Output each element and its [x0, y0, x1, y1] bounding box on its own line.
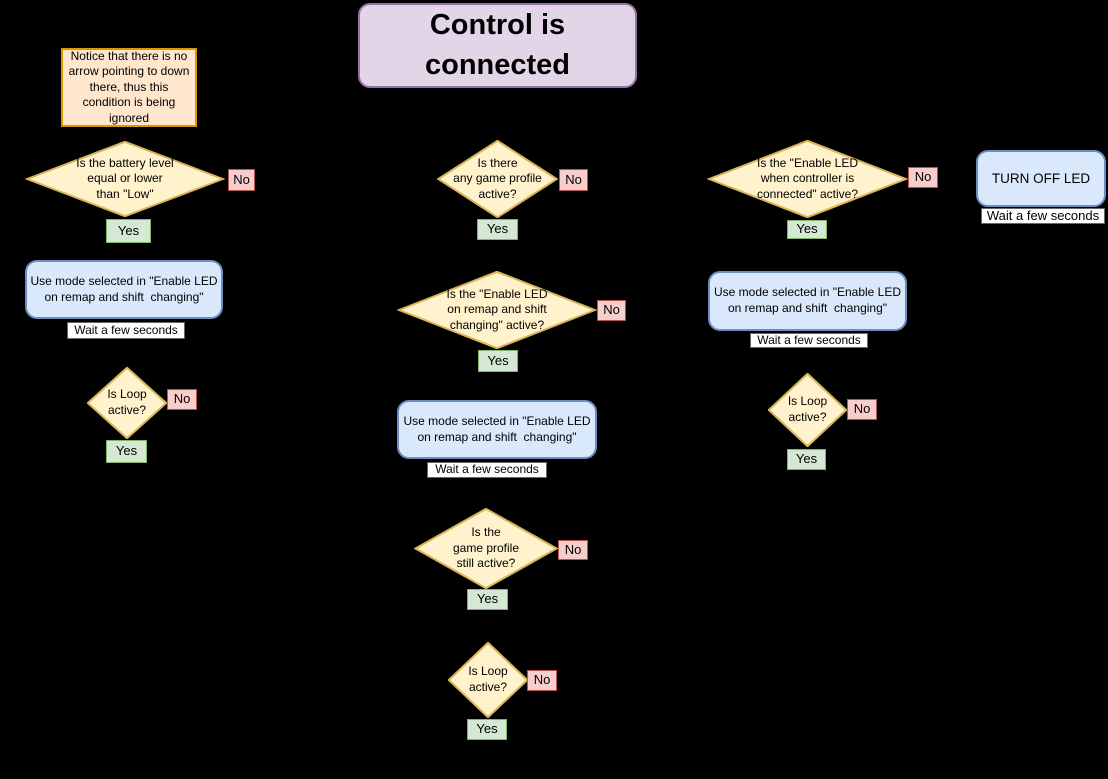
- decision-battery-level: Is the battery level equal or lower than…: [25, 141, 225, 217]
- wait-label-middle: Wait a few seconds: [427, 462, 547, 478]
- diamond-shape: [87, 367, 167, 439]
- yes-badge: Yes: [477, 219, 518, 240]
- diamond-shape: [437, 140, 558, 218]
- yes-badge: Yes: [106, 440, 147, 463]
- wait-label-turn-off: Wait a few seconds: [981, 208, 1105, 224]
- no-badge: No: [847, 399, 877, 420]
- yes-badge: Yes: [467, 719, 507, 740]
- decision-enable-led-connected-label: Is the "Enable LED when controller is co…: [757, 155, 858, 201]
- diamond-shape: [448, 642, 528, 718]
- diamond-shape: [414, 508, 558, 589]
- decision-loop-right: Is Loop active?: [768, 373, 847, 447]
- decision-loop-middle-label: Is Loop active?: [468, 664, 508, 694]
- process-turn-off-led: TURN OFF LED: [976, 150, 1106, 207]
- decision-battery-level-label: Is the battery level equal or lower than…: [76, 155, 174, 201]
- wait-label-left: Wait a few seconds: [67, 322, 185, 339]
- decision-loop-right-label: Is Loop active?: [787, 394, 828, 424]
- yes-badge: Yes: [106, 219, 151, 243]
- decision-enable-led-remap-label: Is the "Enable LED on remap and shift ch…: [446, 286, 548, 332]
- decision-loop-left-label: Is Loop active?: [107, 387, 147, 417]
- decision-enable-led-remap: Is the "Enable LED on remap and shift ch…: [397, 271, 597, 349]
- note-box-ignored-condition: Notice that there is no arrow pointing t…: [61, 48, 197, 127]
- decision-game-profile-still-label: Is the game profile still active?: [452, 525, 520, 571]
- no-badge: No: [597, 300, 626, 321]
- start-node-control-connected: Control is connected: [358, 3, 637, 88]
- no-badge: No: [527, 670, 557, 691]
- decision-loop-middle: Is Loop active?: [448, 642, 528, 718]
- diamond-shape: [25, 141, 225, 217]
- diamond-shape: [768, 373, 847, 447]
- decision-enable-led-connected: Is the "Enable LED when controller is co…: [707, 140, 908, 218]
- yes-badge: Yes: [787, 220, 827, 239]
- process-use-mode-middle: Use mode selected in "Enable LED on rema…: [397, 400, 597, 459]
- decision-game-profile-label: Is there any game profile active?: [453, 155, 542, 201]
- yes-badge: Yes: [787, 449, 826, 470]
- decision-game-profile: Is there any game profile active?: [437, 140, 558, 218]
- decision-game-profile-still: Is the game profile still active?: [414, 508, 558, 589]
- wait-label-right: Wait a few seconds: [750, 333, 868, 348]
- no-badge: No: [228, 169, 255, 191]
- diamond-shape: [397, 271, 597, 349]
- process-use-mode-right: Use mode selected in "Enable LED on rema…: [708, 271, 907, 331]
- process-use-mode-left: Use mode selected in "Enable LED on rema…: [25, 260, 223, 319]
- yes-badge: Yes: [467, 589, 508, 610]
- no-badge: No: [559, 169, 588, 191]
- decision-loop-left: Is Loop active?: [87, 367, 167, 439]
- yes-badge: Yes: [478, 350, 518, 372]
- no-badge: No: [558, 540, 588, 560]
- no-badge: No: [167, 389, 197, 410]
- diamond-shape: [707, 140, 908, 218]
- no-badge: No: [908, 167, 938, 188]
